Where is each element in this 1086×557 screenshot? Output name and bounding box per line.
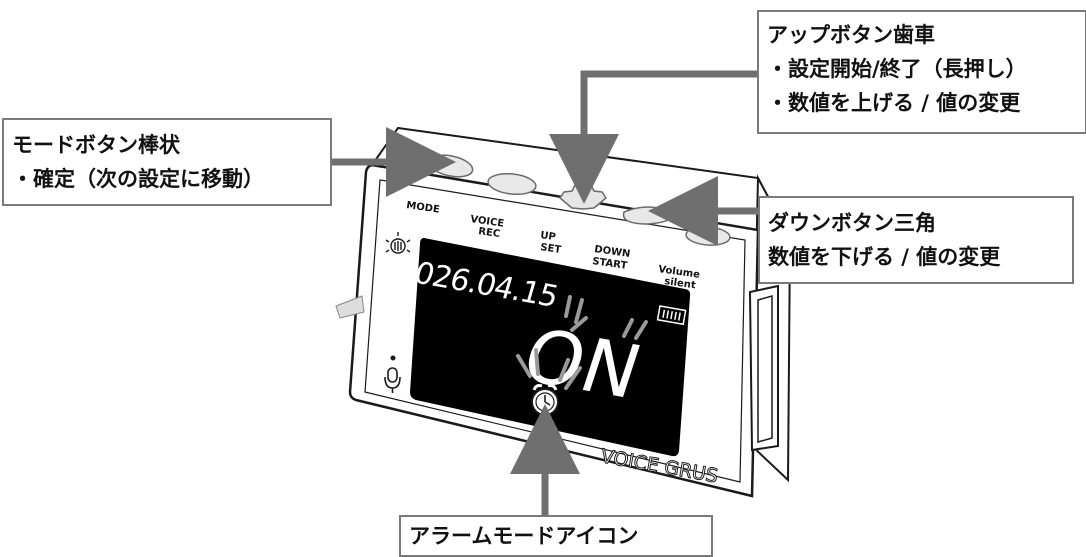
callout-down-line: 数値を下げる / 値の変更 xyxy=(768,245,1001,269)
voice-rec-button[interactable] xyxy=(487,172,537,197)
backlight-icon xyxy=(385,232,411,254)
callout-mode-line: ・確定（次の設定に移動） xyxy=(12,167,264,191)
label-voice: VOICE xyxy=(470,214,505,230)
callout-mode-button: モードボタン棒状 ・確定（次の設定に移動） xyxy=(2,118,332,206)
callout-up-button: アップボタン歯車 ・設定開始/終了（長押し） ・数値を上げる / 値の変更 xyxy=(757,10,1086,134)
label-rec: REC xyxy=(478,226,501,240)
callout-down-button: ダウンボタン三角 数値を下げる / 値の変更 xyxy=(758,196,1074,284)
label-mode: MODE xyxy=(406,200,441,216)
label-set: SET xyxy=(540,242,562,256)
arrow-up xyxy=(549,70,757,204)
callout-alarm-icon: アラームモードアイコン xyxy=(399,515,713,557)
label-up: UP xyxy=(540,230,557,243)
label-down: DOWN xyxy=(594,244,631,260)
callout-down-title: ダウンボタン三角 xyxy=(768,211,936,235)
callout-alarm-title: アラームモードアイコン xyxy=(409,524,639,548)
callout-mode-title: モードボタン棒状 xyxy=(12,133,180,157)
lcd-screen xyxy=(410,238,691,457)
callout-up-title: アップボタン歯車 xyxy=(767,23,935,47)
blink-rays xyxy=(516,295,648,390)
battery-icon xyxy=(656,305,687,326)
microphone-icon xyxy=(384,355,401,393)
down-triangle-button[interactable] xyxy=(622,206,674,225)
callout-up-line-1: ・設定開始/終了（長押し） xyxy=(767,57,1027,81)
label-start: START xyxy=(592,256,628,272)
callout-up-line-2: ・数値を上げる / 値の変更 xyxy=(767,91,1021,115)
